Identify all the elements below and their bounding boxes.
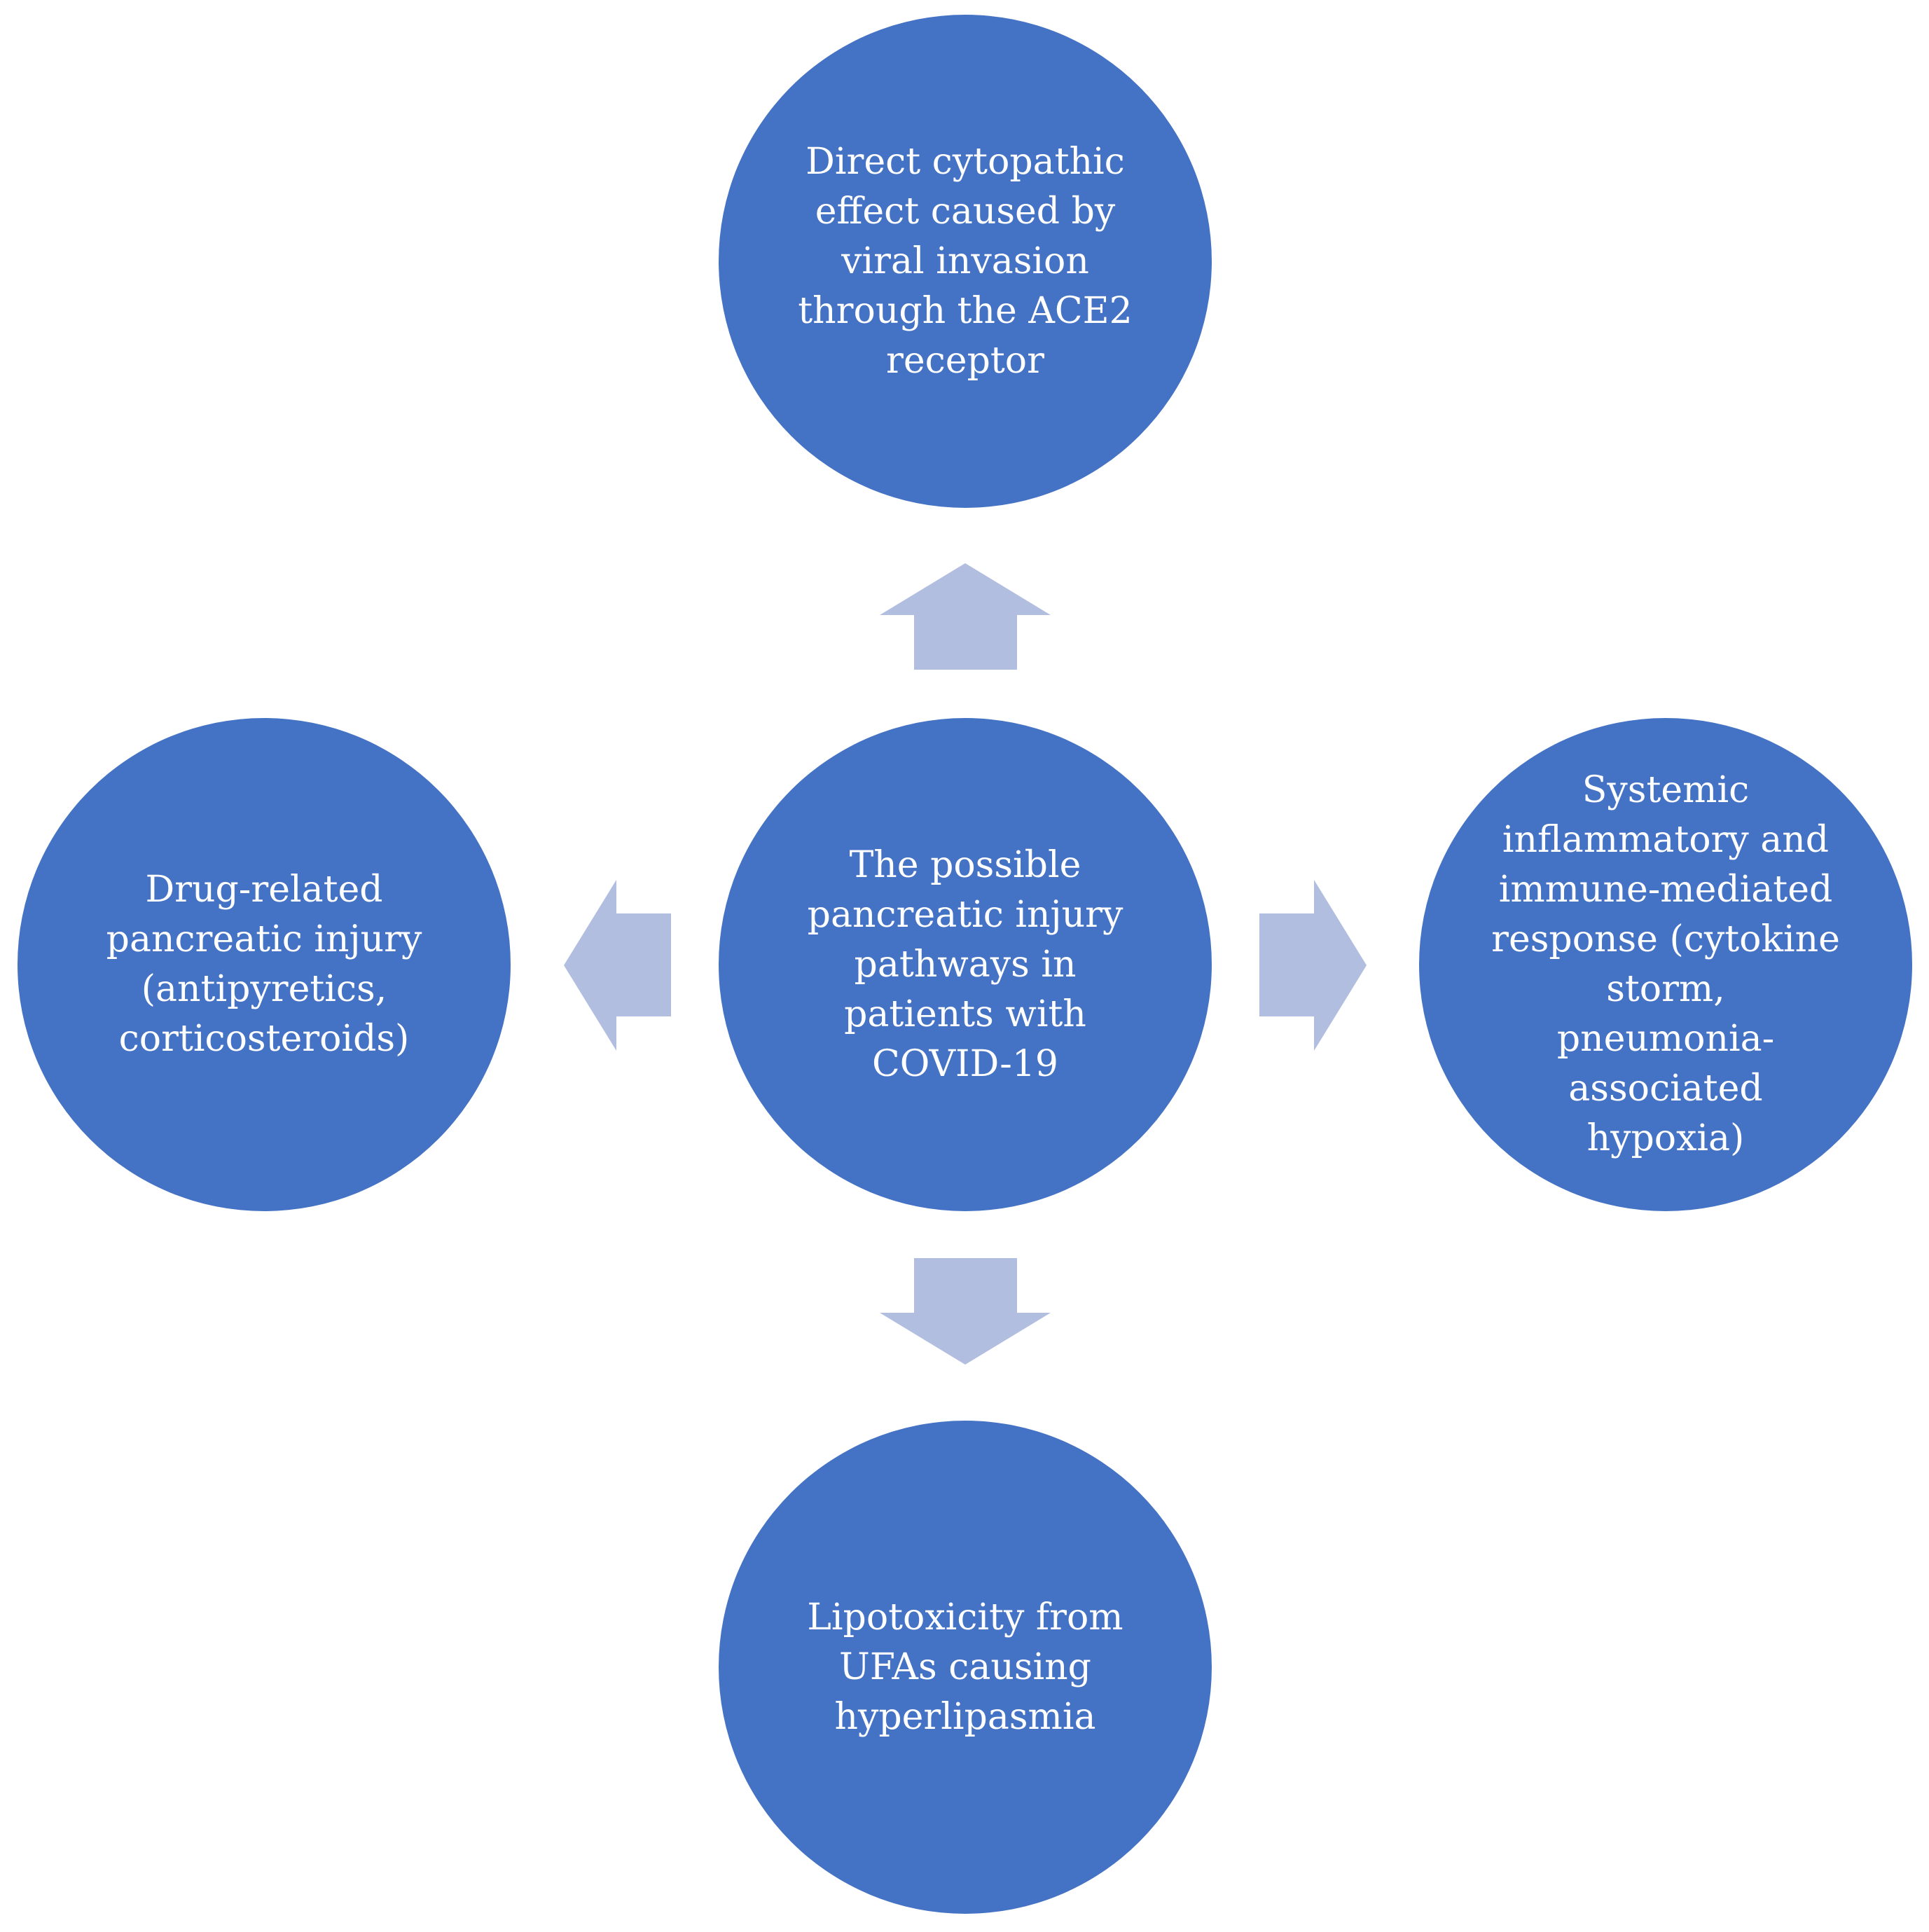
node-lipotoxicity-label: Lipotoxicity from UFAs causing hyperlipa…: [807, 1596, 1123, 1738]
node-systemic-inflammatory-response-label: Systemic inflammatory and immune-mediate…: [1491, 769, 1840, 1159]
node-direct-cytopathic-effect: Direct cytopathic effect caused by viral…: [719, 15, 1212, 508]
node-central-topic: The possible pancreatic injury pathways …: [719, 718, 1212, 1211]
node-drug-related-injury: Drug-related pancreatic injury (antipyre…: [18, 718, 511, 1211]
arrow-right: [1259, 880, 1367, 1051]
node-central-topic-label: The possible pancreatic injury pathways …: [807, 843, 1123, 1085]
arrow-left: [564, 880, 671, 1051]
arrow-down: [880, 1258, 1051, 1365]
node-drug-related-injury-label: Drug-related pancreatic injury (antipyre…: [106, 869, 422, 1060]
node-direct-cytopathic-effect-label: Direct cytopathic effect caused by viral…: [798, 140, 1133, 382]
arrow-up: [880, 563, 1051, 670]
node-lipotoxicity: Lipotoxicity from UFAs causing hyperlipa…: [719, 1421, 1212, 1914]
node-systemic-inflammatory-response: Systemic inflammatory and immune-mediate…: [1419, 718, 1912, 1211]
